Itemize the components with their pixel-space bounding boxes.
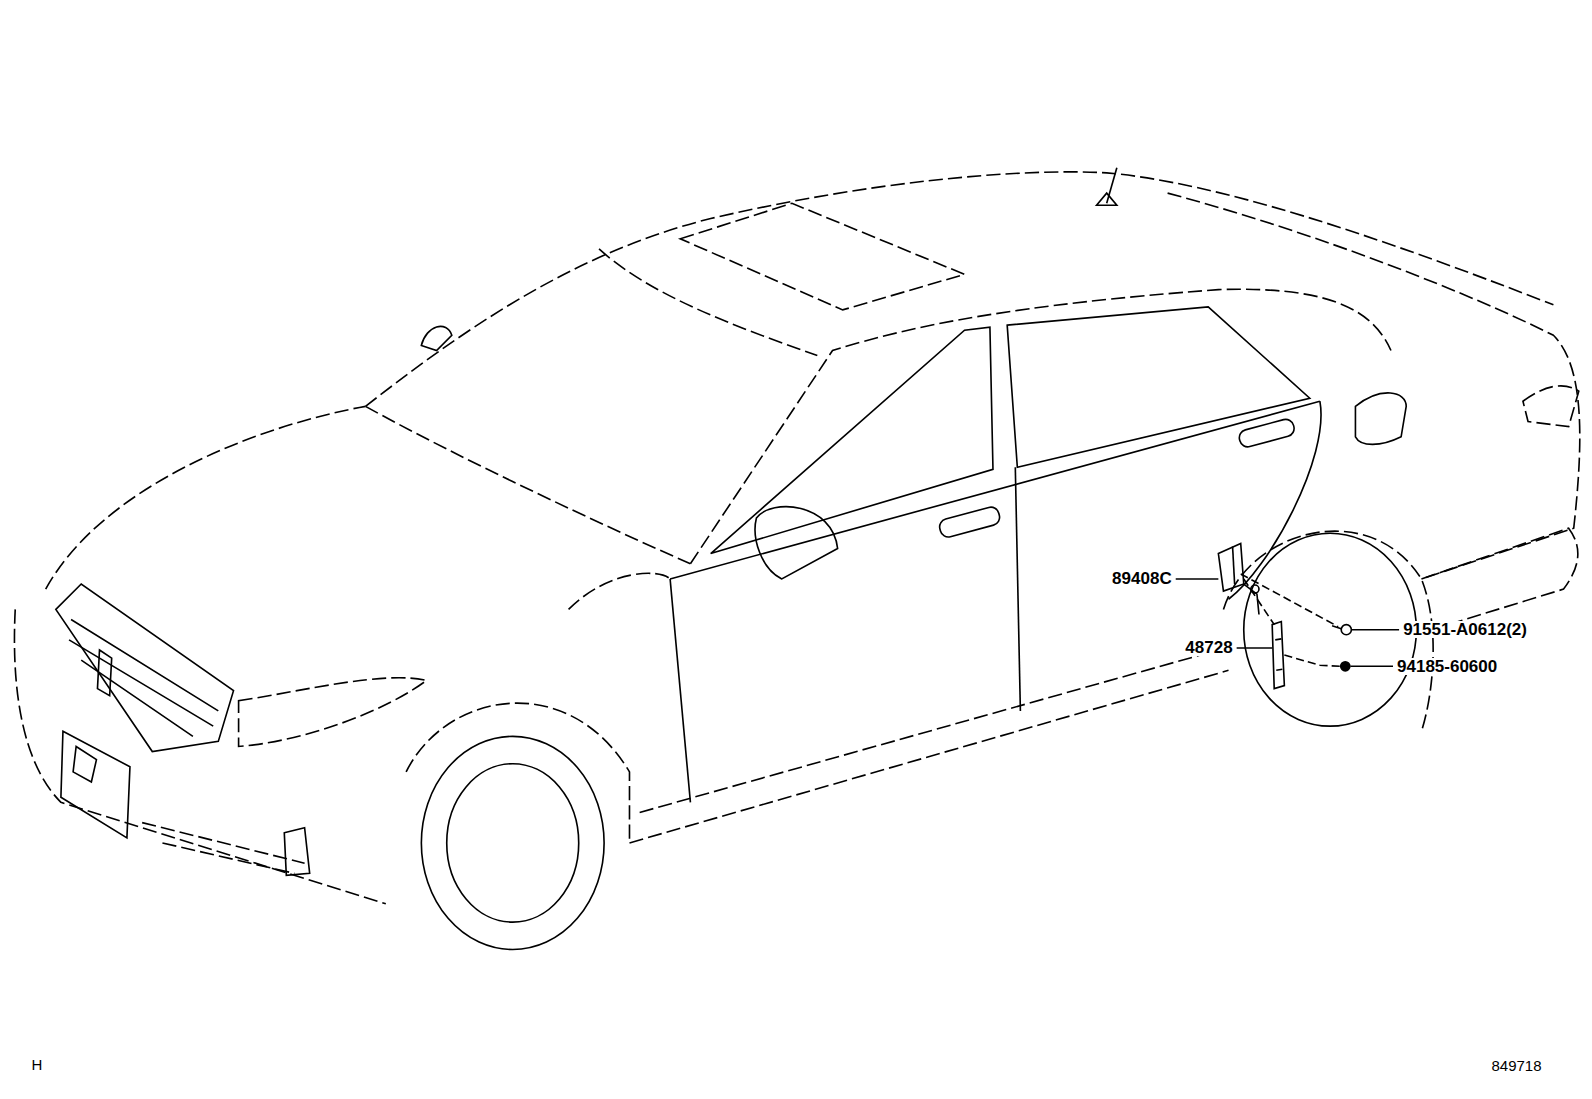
part-number: 94185-60600	[1396, 658, 1498, 675]
leader-lines	[1176, 579, 1399, 666]
sheet-code: H	[30, 1057, 43, 1072]
car-body-outline	[14, 172, 1579, 904]
part-number: 91551-A0612(2)	[1402, 621, 1528, 638]
car-detail-lines	[56, 168, 1417, 950]
part-number: 89408C	[1111, 570, 1173, 587]
part-number: 48728	[1184, 639, 1233, 656]
illustration-number: 849718	[1490, 1058, 1542, 1073]
part-brackets	[1218, 543, 1351, 688]
